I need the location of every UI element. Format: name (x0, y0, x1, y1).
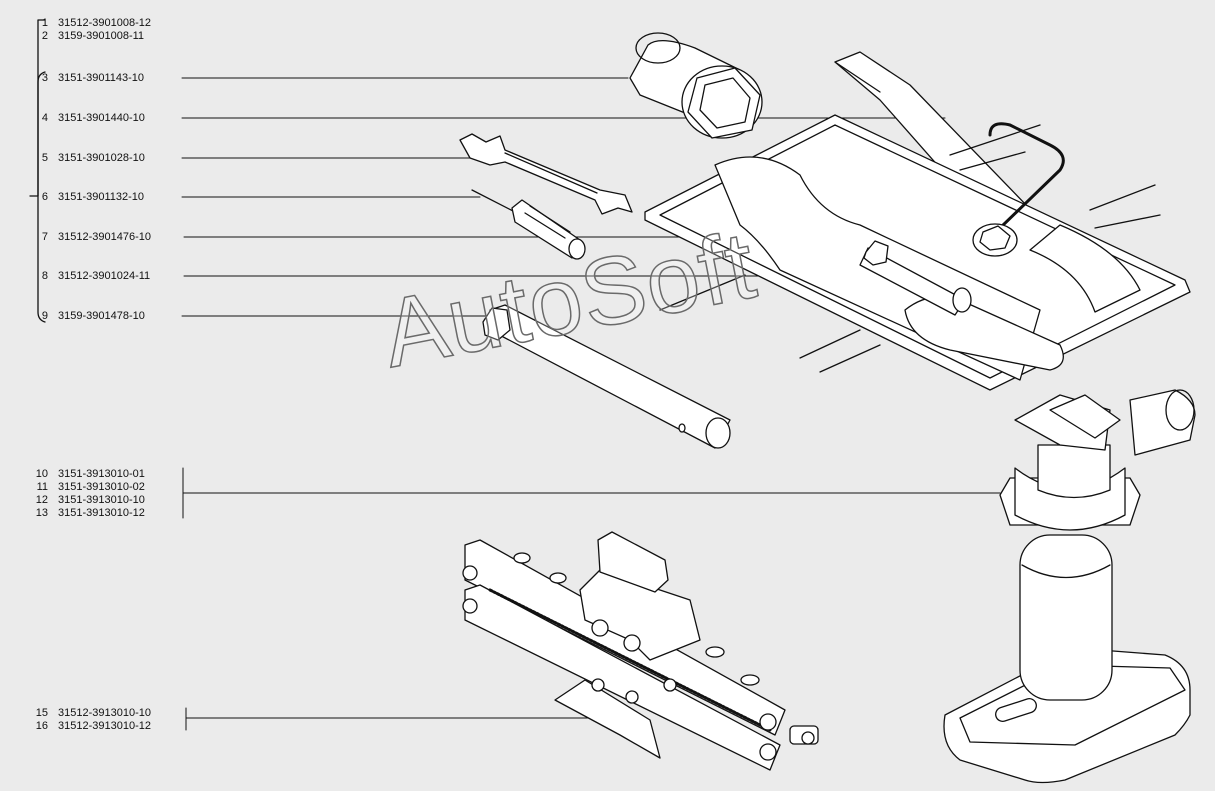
scissor-jack (462, 531, 819, 771)
screwdriver (471, 189, 586, 260)
open-end-spanner (459, 133, 633, 215)
extension-bar (482, 304, 731, 449)
tool-bag (644, 51, 1191, 391)
group-brackets (29, 19, 46, 323)
leader-lines (181, 77, 1001, 731)
socket-wrench (629, 32, 763, 139)
bottle-jack (943, 389, 1196, 784)
